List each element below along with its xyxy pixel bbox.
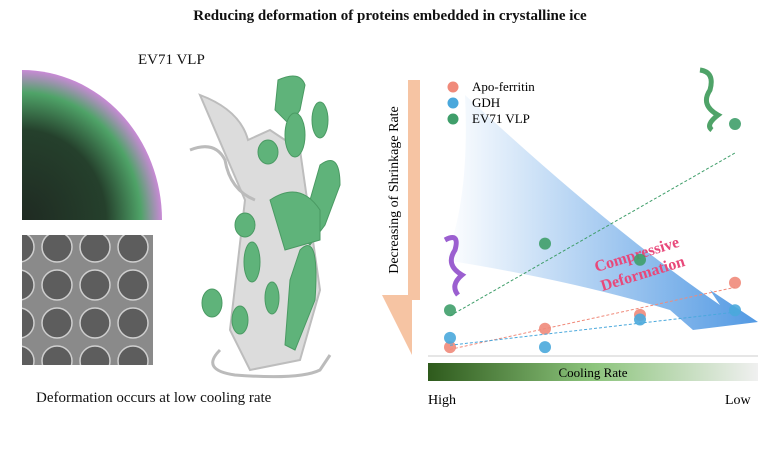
left-caption: Deformation occurs at low cooling rate [36,390,272,406]
data-point [729,276,741,289]
structure-inset-high [443,235,467,297]
x-axis-label: Cooling Rate [559,365,628,380]
x-tick-high: High [428,393,456,408]
vlp-density-map [22,70,162,220]
legend-label: EV71 VLP [472,111,530,126]
data-point [729,304,741,317]
y-axis-label: Decreasing of Shrinkage Rate [387,106,402,274]
legend-marker [447,81,459,93]
compressive-deformation-arrow [445,95,758,330]
protein-structure-illustration [189,75,341,379]
trendline-1 [449,311,736,346]
data-point [729,118,741,130]
data-point [539,341,551,354]
scatter-plot [444,118,741,354]
data-point [539,237,551,250]
data-point [444,304,456,317]
y-axis-arrow [382,80,420,355]
data-point [634,253,646,266]
data-point [444,331,456,344]
figure-title: Reducing deformation of proteins embedde… [193,8,587,24]
legend-marker [447,97,459,109]
trendline-0 [449,286,736,350]
data-point [539,322,551,335]
data-point [634,313,646,326]
data-point [444,341,456,354]
legend-marker [447,113,459,125]
x-tick-low: Low [725,393,752,408]
legend-label: GDH [472,95,500,110]
cooling-rate-bar [428,363,758,381]
vlp-label: EV71 VLP [138,52,205,68]
structure-inset-low [699,67,723,133]
cryo-em-micrograph [22,235,153,365]
legend-label: Apo-ferritin [472,79,535,94]
